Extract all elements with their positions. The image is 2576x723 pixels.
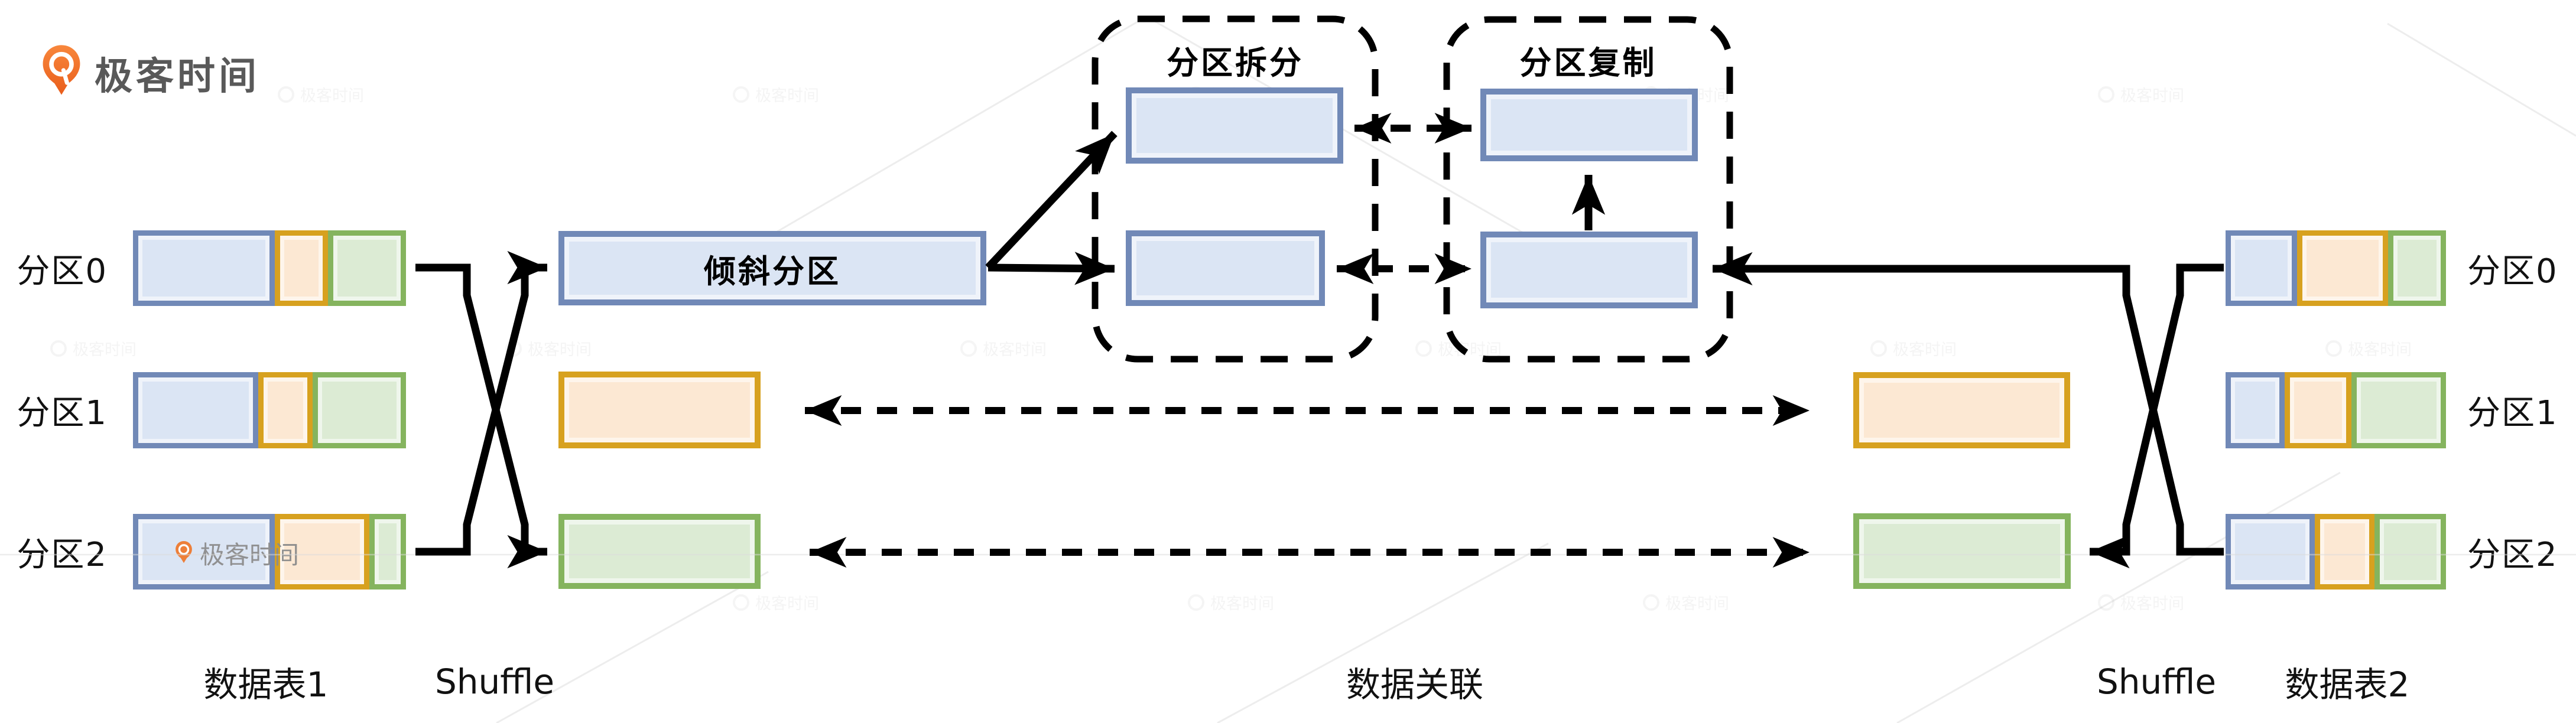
pin-icon [176,540,192,563]
table1-partition1-label: 分区1 [17,394,108,432]
replicate-group-title: 分区复制 [1519,44,1657,82]
split-bottom-box [1126,230,1325,306]
watermark: 极客时间 [1415,337,1502,360]
texture-line [1217,542,1549,723]
pin-icon [733,594,749,611]
table2-partition0-label: 分区0 [2467,252,2558,291]
table2-partition2-label: 分区2 [2467,535,2558,574]
pin-icon [960,340,977,357]
pin-icon [1188,594,1204,611]
table2-partition1-bar [2226,372,2446,448]
geektime-logo: 极客时间 [41,44,260,103]
geektime-logo-text: 极客时间 [95,55,260,99]
replicate-top-box [1480,89,1698,161]
watermark: 极客时间 [1643,591,1729,614]
segment-blue [2226,230,2298,306]
right-green-partition-box [1853,513,2071,589]
table2-partition1-label: 分区1 [2467,394,2558,432]
watermark: 极客时间 [505,337,592,360]
watermark-in-bar: 极客时间 [175,535,299,571]
segment-orange [2297,230,2388,306]
pin-icon [2098,594,2114,611]
shuffle-right-label: Shuffle [2096,662,2217,702]
segment-blue [2226,514,2315,590]
texture-line [738,15,1147,255]
pin-icon [505,340,522,357]
geektime-pin-icon [43,45,80,95]
shuffle-left-label: Shuffle [434,662,555,702]
segment-green [2374,514,2446,590]
segment-green [369,514,406,590]
watermark: 极客时间 [1870,337,1957,360]
texture-line [496,571,769,723]
pin-icon [2325,340,2342,357]
segment-orange [2315,514,2374,590]
right-orange-partition-box [1853,372,2070,448]
table1-partition0-bar [133,230,406,306]
segment-orange [275,514,370,590]
watermark: 极客时间 [733,591,819,614]
table1-partition2-bar [133,514,406,590]
segment-blue [133,514,275,590]
pin-icon [733,86,749,103]
left-orange-partition-box [558,372,761,448]
segment-green [312,372,406,448]
pin-icon [2098,86,2114,103]
table1-label: 数据表1 [203,665,329,705]
table2-partition2-bar [2226,514,2446,590]
skewed-partition-label: 倾斜分区 [704,252,841,290]
table2-label: 数据表2 [2285,665,2410,705]
watermark: 极客时间 [2325,337,2412,360]
join-label: 数据关联 [1346,665,1483,705]
left-green-partition-box [558,514,761,589]
segment-orange [2285,372,2352,448]
table1-partition0-label: 分区0 [17,252,108,291]
watermark: 极客时间 [2098,83,2184,106]
pin-icon [1643,594,1659,611]
segment-blue [2226,372,2285,448]
watermark: 极客时间 [278,83,364,106]
pin-icon [1415,340,1432,357]
replicate-bottom-box [1480,232,1698,308]
table1-partition2-label: 分区2 [17,535,108,574]
watermark-text: 极客时间 [200,540,300,569]
pin-icon [278,86,294,103]
segment-green [328,230,406,306]
watermark: 极客时间 [733,83,819,106]
segment-green [2387,230,2446,306]
segment-blue [133,230,275,306]
watermark: 极客时间 [2098,591,2184,614]
watermark: 极客时间 [960,337,1047,360]
watermark: 极客时间 [50,337,137,360]
segment-blue [133,372,258,448]
split-group-title: 分区拆分 [1167,44,1304,82]
segment-orange [275,230,329,306]
skewed-partition-box: 倾斜分区 [558,231,986,305]
pin-icon [1870,340,1887,357]
split-top-box [1126,87,1343,164]
pin-icon [50,340,67,357]
watermark: 极客时间 [1188,591,1274,614]
texture-line [2387,22,2576,137]
segment-green [2351,372,2446,448]
segment-orange [258,372,313,448]
table2-partition0-bar [2226,230,2446,306]
table1-partition1-bar [133,372,406,448]
